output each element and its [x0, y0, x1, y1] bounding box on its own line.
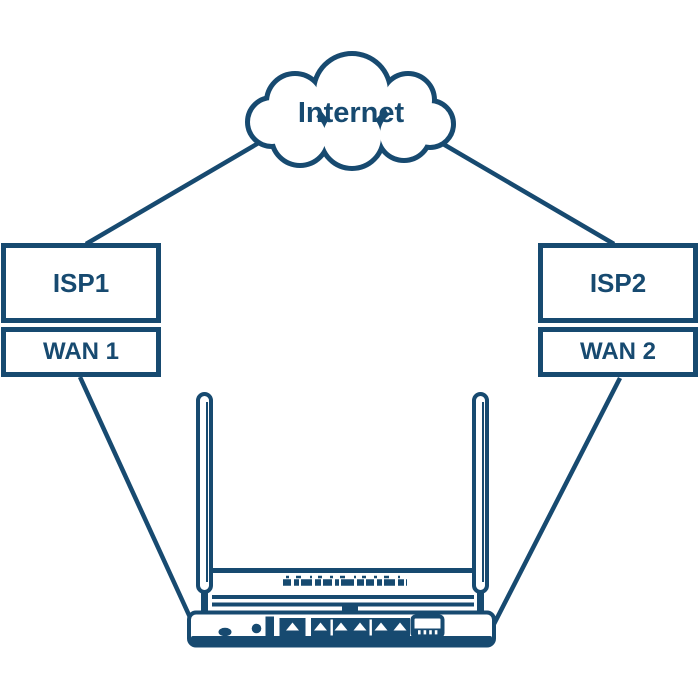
link-wan2-router	[491, 376, 623, 626]
router-center-notch	[342, 603, 358, 611]
wan2-label: WAN 2	[579, 338, 656, 365]
link-internet-isp1	[84, 132, 276, 246]
link-wan1-router	[77, 376, 197, 627]
router-power-port	[218, 627, 232, 637]
router-body	[212, 568, 474, 611]
wan1-label: WAN 1	[42, 338, 119, 365]
router-antenna-right	[472, 392, 489, 629]
isp2-box: ISP2	[538, 243, 698, 323]
router-port-group	[311, 618, 410, 637]
connection-lines	[77, 132, 623, 627]
router-antenna-left	[196, 392, 213, 629]
router-display-module	[410, 614, 445, 638]
isp1-label: ISP1	[52, 267, 110, 298]
link-internet-isp2	[424, 132, 616, 246]
wan2-box: WAN 2	[538, 327, 698, 377]
isp2-label: ISP2	[589, 267, 647, 298]
router-icon	[187, 392, 496, 648]
wan1-box: WAN 1	[1, 327, 161, 377]
router-front-panel	[187, 610, 496, 648]
router-power-button	[251, 623, 262, 634]
router-console-slot	[265, 616, 274, 637]
router-port-single	[279, 618, 306, 637]
internet-cloud-icon	[245, 51, 456, 171]
isp1-box: ISP1	[1, 243, 161, 323]
